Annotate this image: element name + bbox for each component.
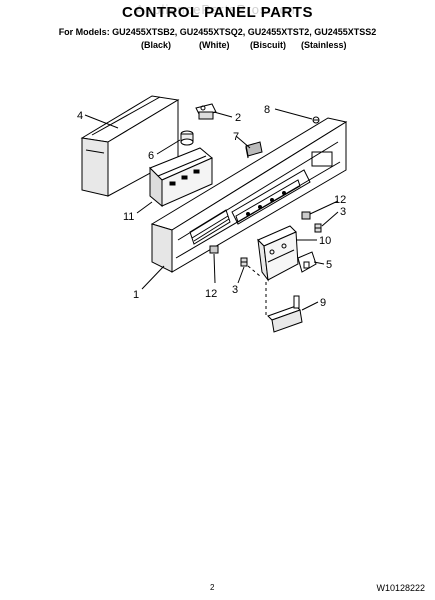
callout-6: 6 [148, 150, 154, 162]
part-9-clip-bar [267, 295, 303, 333]
callout-12-upper: 12 [334, 194, 346, 206]
part-7-block [245, 141, 263, 159]
callout-4: 4 [77, 110, 83, 122]
models-line: For Models: GU2455XTSB2, GU2455XTSQ2, GU… [58, 27, 377, 37]
part-10-bracket [257, 225, 299, 282]
alignment-lines [247, 265, 267, 316]
variant-white: (White) [199, 40, 230, 50]
leader-lines [84, 108, 339, 311]
callout-8: 8 [264, 104, 270, 116]
page-number: 2 [210, 583, 215, 592]
watermark: AppliancePartsPros.com [135, 2, 300, 17]
variant-black: (Black) [141, 40, 172, 50]
callout-10: 10 [319, 235, 331, 247]
part-3-lower-screw [240, 257, 248, 267]
part-12-upper-clip [301, 211, 311, 220]
part-12-lower-clip [209, 245, 219, 254]
callout-3-upper: 3 [340, 206, 346, 218]
callout-9: 9 [320, 297, 326, 309]
part-5-latch [297, 251, 317, 273]
callout-1: 1 [133, 289, 139, 301]
part-2-clip [195, 103, 217, 120]
callout-12-lower: 12 [205, 288, 217, 300]
callout-5: 5 [326, 259, 332, 271]
variant-stainless: (Stainless) [301, 40, 347, 50]
part-11-control-board [149, 147, 213, 208]
callout-7: 7 [233, 131, 239, 143]
part-3-upper-screw [314, 223, 322, 233]
callout-3-lower: 3 [232, 284, 238, 296]
document-id: W10128222 [376, 583, 425, 593]
part-8-screw [312, 116, 320, 124]
page-title: CONTROL PANEL PARTS [122, 4, 313, 21]
callout-2: 2 [235, 112, 241, 124]
callout-11: 11 [123, 211, 134, 223]
part-1-control-panel [150, 117, 348, 273]
part-6-button [180, 130, 194, 146]
variant-biscuit: (Biscuit) [250, 40, 286, 50]
